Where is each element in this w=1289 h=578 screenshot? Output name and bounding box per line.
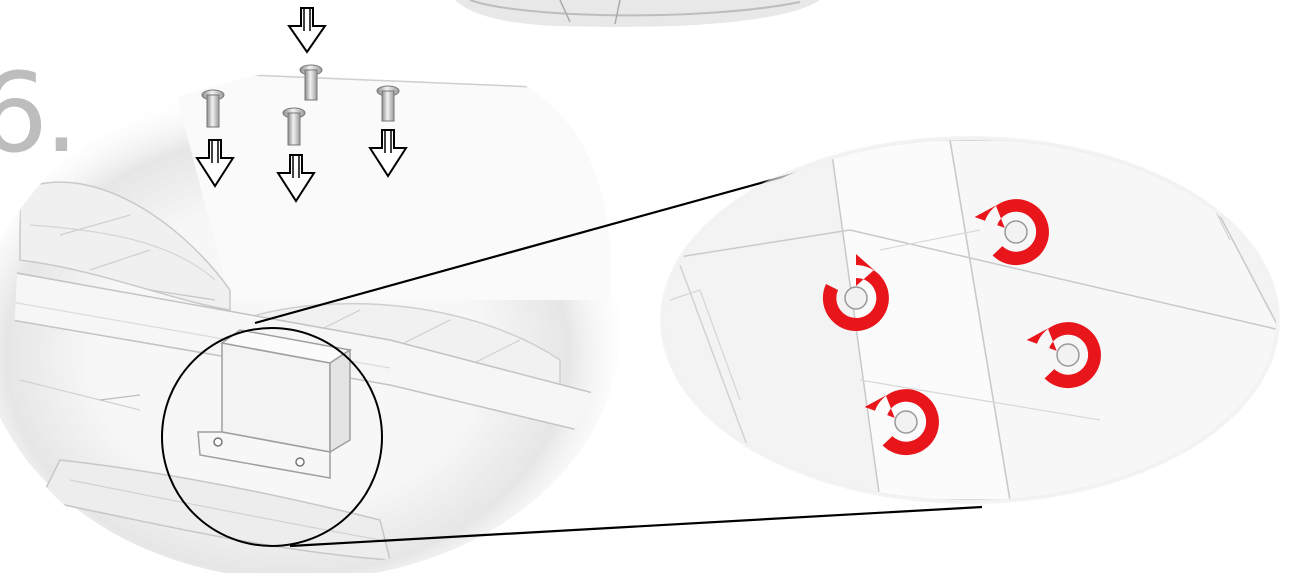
rivet-head [845,287,867,309]
rivet-head [895,411,917,433]
down-arrow-icon [289,8,325,52]
top-product-fragment [455,0,820,27]
rivet-head [1005,221,1027,243]
step-number: 6. [0,58,75,168]
main-assembly-view [0,70,620,573]
rivet-head [1057,344,1079,366]
zoom-inset [660,136,1280,504]
